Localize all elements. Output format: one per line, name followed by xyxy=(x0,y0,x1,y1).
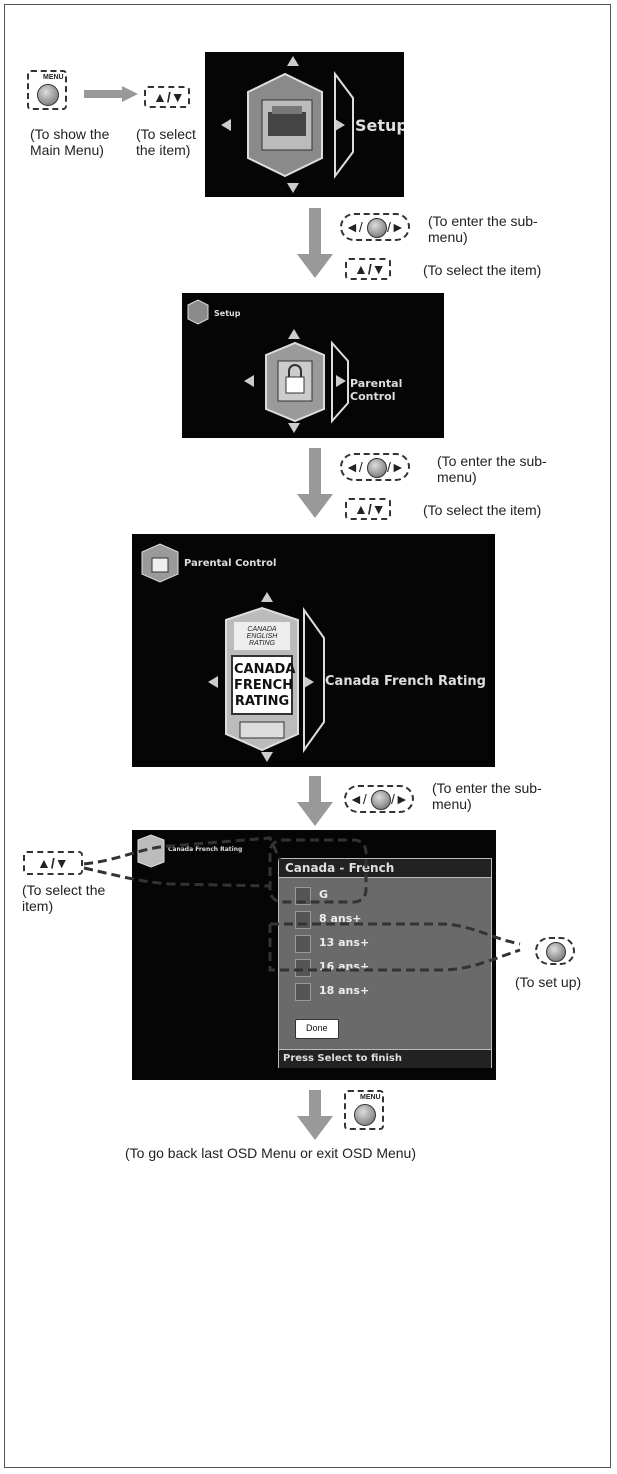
screen-label: Canada French Rating xyxy=(325,674,486,689)
lock-cube-icon xyxy=(141,543,179,583)
parental-control-screen: Parental Control CANADA ENGLISH RATING C… xyxy=(132,534,495,767)
side-panel-icon xyxy=(331,340,349,424)
lock-cube-icon xyxy=(265,341,325,423)
enter-button-icon xyxy=(546,942,566,962)
screen-header: Canada French Rating xyxy=(168,846,243,853)
enter-button-icon xyxy=(367,218,387,238)
left-arrow-icon xyxy=(208,676,218,688)
rating-checkbox[interactable] xyxy=(295,983,311,1001)
done-button-label: Done xyxy=(306,1023,328,1033)
updown-button-label: ▲/▼ xyxy=(37,855,69,871)
rating-label: 13 ans+ xyxy=(319,936,370,949)
down-arrow-icon xyxy=(261,752,273,762)
menu-button[interactable]: MENU xyxy=(27,70,67,110)
done-button[interactable]: Done xyxy=(295,1019,339,1039)
up-arrow-icon xyxy=(261,592,273,602)
left-arrow-icon: ◄/ xyxy=(345,219,363,235)
page-frame xyxy=(4,4,611,1468)
right-arrow-icon: /► xyxy=(387,219,405,235)
updown-button[interactable]: ▲/▼ xyxy=(144,86,190,108)
footer-text: Press Select to finish xyxy=(283,1053,402,1064)
down-arrow-icon xyxy=(287,183,299,193)
enter-caption-3: (To enter the sub-menu) xyxy=(432,780,542,812)
select-caption-3: (To select the item) xyxy=(423,502,542,518)
setup-cube-icon xyxy=(187,299,209,325)
right-arrow-icon xyxy=(335,119,345,131)
menu-button-label: MENU xyxy=(43,74,64,81)
left-arrow-icon: ◄/ xyxy=(349,791,367,807)
right-arrow-icon: /► xyxy=(387,459,405,475)
enter-button-icon xyxy=(367,458,387,478)
side-panel-icon xyxy=(334,71,354,179)
rating-checkbox[interactable] xyxy=(295,959,311,977)
enter-button-icon xyxy=(371,790,391,810)
callout-lines xyxy=(83,836,521,972)
enter-button[interactable]: ◄/ /► xyxy=(344,785,414,813)
show-menu-caption: (To show the Main Menu) xyxy=(30,126,110,158)
screen-label: Setup xyxy=(355,116,404,135)
down-flow-arrow xyxy=(297,776,333,826)
down-flow-arrow xyxy=(297,1090,333,1140)
setup-screen: Setup Parental Control xyxy=(182,293,444,438)
enter-button[interactable]: ◄/ /► xyxy=(340,453,410,481)
left-arrow-icon xyxy=(221,119,231,131)
up-arrow-icon xyxy=(288,329,300,339)
cube-top-text: CANADA ENGLISH RATING xyxy=(246,626,278,647)
menu-button[interactable]: MENU xyxy=(344,1090,384,1130)
screen-header: Parental Control xyxy=(184,558,277,569)
down-arrow-icon xyxy=(288,423,300,433)
right-arrow-icon xyxy=(336,375,346,387)
right-arrow-icon xyxy=(84,86,138,102)
updown-button-label: ▲/▼ xyxy=(354,261,386,277)
menu-button-icon xyxy=(354,1104,376,1126)
rating-label: G xyxy=(319,888,329,901)
main-menu-screen: Setup xyxy=(205,52,404,197)
menu-button-icon xyxy=(37,84,59,106)
select-caption-4: (To select the item) xyxy=(22,882,106,914)
rating-label: 18 ans+ xyxy=(319,984,370,997)
rating-cube-icon xyxy=(137,834,165,868)
up-arrow-icon xyxy=(287,56,299,66)
updown-button[interactable]: ▲/▼ xyxy=(23,851,83,875)
right-arrow-icon: /► xyxy=(391,791,409,807)
right-arrow-icon xyxy=(304,676,314,688)
enter-caption-1: (To enter the sub-menu) xyxy=(428,213,538,245)
panel-footer: Press Select to finish xyxy=(279,1049,491,1068)
rating-checkbox[interactable] xyxy=(295,935,311,953)
screen-label: Parental Control xyxy=(350,377,403,403)
down-flow-arrow xyxy=(297,208,333,278)
rating-label: 8 ans+ xyxy=(319,912,362,925)
rating-row[interactable]: 13 ans+ xyxy=(295,933,475,953)
select-caption-2: (To select the item) xyxy=(423,262,542,278)
select-caption-1: (To select the item) xyxy=(136,126,196,158)
setup-caption: (To set up) xyxy=(515,974,582,990)
menu-button-label: MENU xyxy=(360,1094,381,1101)
side-panel-icon xyxy=(303,606,325,754)
updown-button[interactable]: ▲/▼ xyxy=(345,258,391,280)
down-flow-arrow xyxy=(297,448,333,518)
rating-cube-icon xyxy=(225,606,299,752)
left-arrow-icon xyxy=(244,375,254,387)
updown-button-label: ▲/▼ xyxy=(354,501,386,517)
rating-row[interactable]: 18 ans+ xyxy=(295,981,475,1001)
screen-header: Setup xyxy=(214,309,241,318)
cube-text: CANADA FRENCH RATING xyxy=(234,662,296,709)
enter-button[interactable]: ◄/ /► xyxy=(340,213,410,241)
setup-cube-icon xyxy=(247,72,323,178)
back-caption: (To go back last OSD Menu or exit OSD Me… xyxy=(125,1145,416,1161)
enter-button[interactable] xyxy=(535,937,575,965)
updown-button-label: ▲/▼ xyxy=(153,89,185,105)
enter-caption-2: (To enter the sub-menu) xyxy=(437,453,547,485)
left-arrow-icon: ◄/ xyxy=(345,459,363,475)
updown-button[interactable]: ▲/▼ xyxy=(345,498,391,520)
